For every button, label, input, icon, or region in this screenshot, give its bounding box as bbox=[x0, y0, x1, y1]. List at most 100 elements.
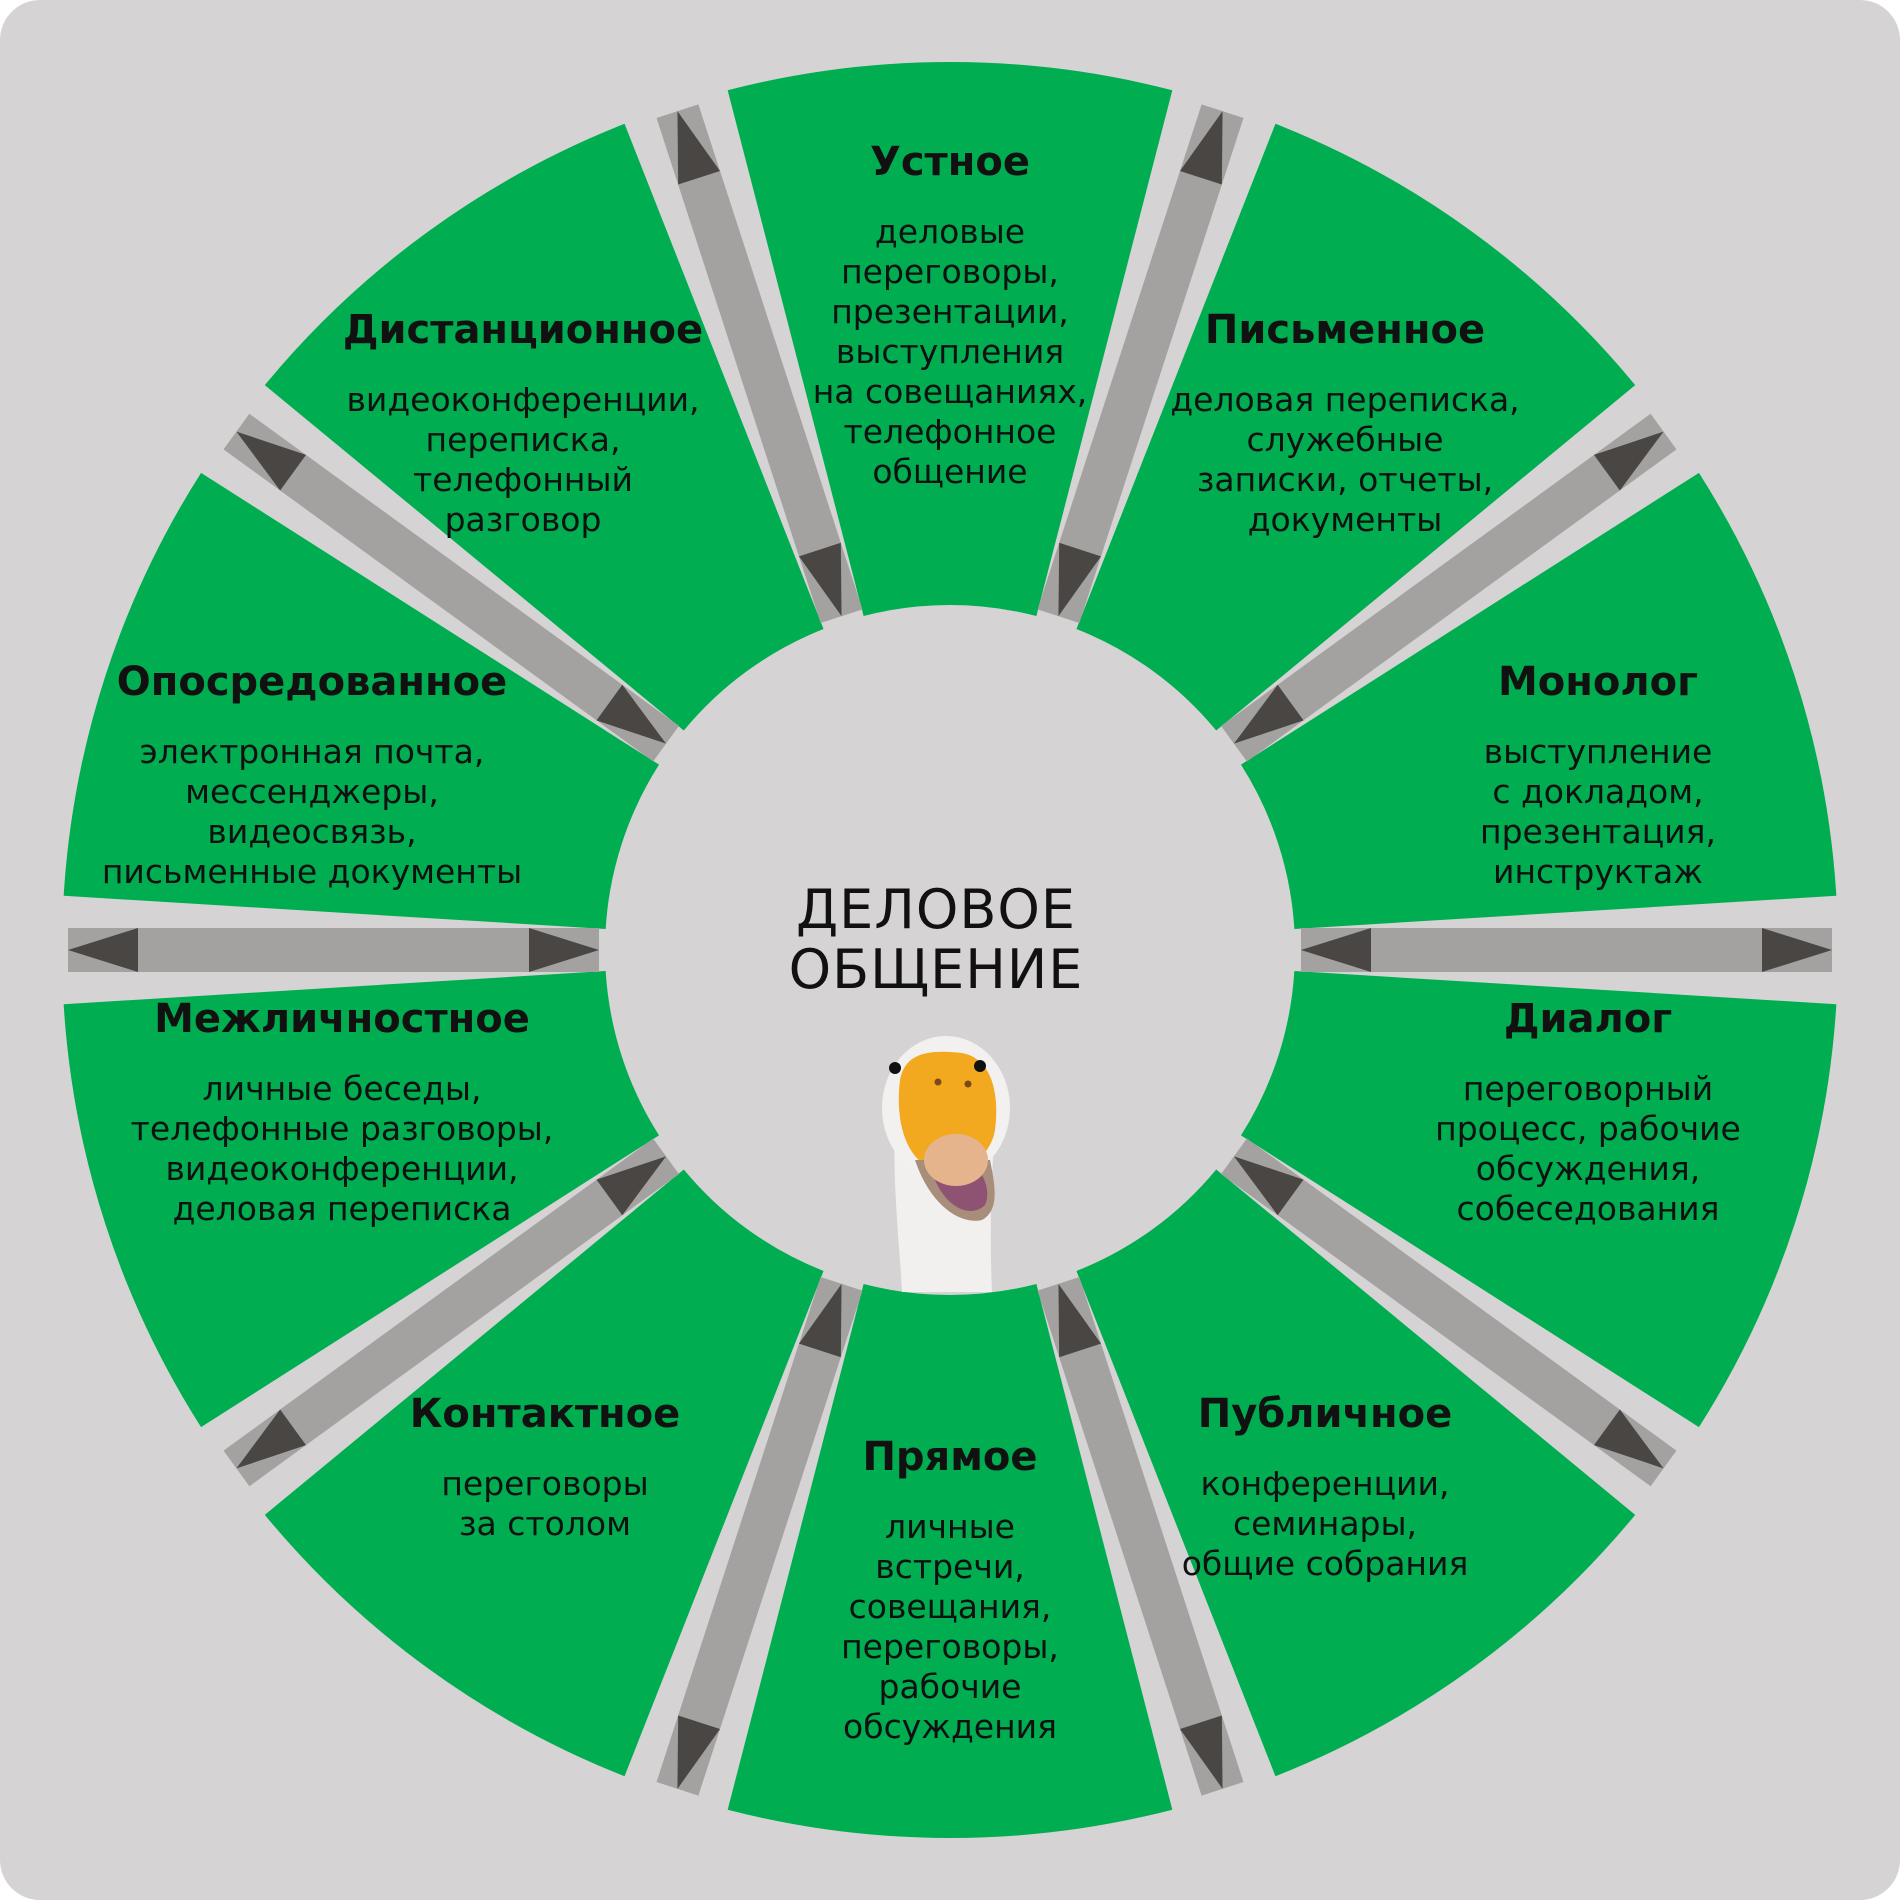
segment-title: Монолог bbox=[1498, 659, 1698, 705]
arrow-shaft-3 bbox=[1301, 928, 1832, 972]
segment-line: видеоконференции, bbox=[346, 380, 699, 419]
arrow-head-inner-10 bbox=[798, 542, 842, 617]
segment-line: переписка, bbox=[426, 420, 621, 459]
arrows-layer bbox=[68, 104, 1832, 1796]
segment-line: встречи, bbox=[875, 1547, 1025, 1586]
segment-title: Устное bbox=[870, 139, 1030, 185]
segment-title: Дистанционное bbox=[343, 307, 703, 353]
arrow-head-outer-7 bbox=[236, 1409, 307, 1469]
segment-line: на совещаниях, bbox=[813, 372, 1088, 411]
segment-5 bbox=[1076, 1169, 1636, 1777]
center-title-line-2: ОБЩЕНИЕ bbox=[789, 938, 1084, 1001]
segment-line: видеоконференции, bbox=[165, 1149, 518, 1188]
segment-line: деловые bbox=[875, 212, 1025, 251]
segment-3 bbox=[1240, 472, 1837, 929]
segment-6 bbox=[727, 1284, 1173, 1838]
arrow-head-inner-2 bbox=[1233, 684, 1304, 744]
segment-line: письменные документы bbox=[102, 852, 522, 891]
arrow-shaft-4 bbox=[1221, 1138, 1677, 1487]
arrow-head-outer-4 bbox=[1593, 1409, 1664, 1469]
segment-line: разговор bbox=[445, 500, 602, 539]
arrow-shaft-10 bbox=[656, 104, 863, 623]
goose-eye-left bbox=[889, 1062, 901, 1074]
segment-1 bbox=[727, 61, 1173, 616]
goose-cheek bbox=[924, 1134, 988, 1186]
arrow-head-inner-8 bbox=[529, 928, 599, 972]
arrow-shaft-1 bbox=[1037, 104, 1244, 623]
segment-title: Письменное bbox=[1205, 307, 1485, 353]
arrow-head-outer-9 bbox=[236, 431, 307, 491]
segment-line: переговоры bbox=[441, 1464, 648, 1503]
segment-line: общие собрания bbox=[1182, 1544, 1469, 1583]
segment-line: личные беседы, bbox=[203, 1069, 482, 1108]
goose-eye-right bbox=[974, 1060, 986, 1072]
segment-label-10: Дистанционное видеоконференции,переписка,… bbox=[343, 307, 703, 539]
segment-8 bbox=[63, 971, 660, 1428]
segment-line: презентации, bbox=[831, 292, 1069, 331]
arrow-head-outer-2 bbox=[1593, 431, 1664, 491]
arrow-head-inner-7 bbox=[596, 1156, 667, 1216]
arrow-shaft-6 bbox=[656, 1277, 863, 1796]
segment-line: переговоры, bbox=[841, 252, 1059, 291]
segment-9 bbox=[63, 472, 660, 929]
goose-mascot bbox=[882, 1036, 1010, 1292]
segment-line: общение bbox=[872, 452, 1027, 491]
segment-7 bbox=[264, 1169, 824, 1777]
segment-line: личные bbox=[885, 1507, 1015, 1546]
segment-line: выступление bbox=[1484, 732, 1713, 771]
arrow-head-inner-3 bbox=[1301, 928, 1371, 972]
segment-line: телефонный bbox=[413, 460, 633, 499]
segment-line: телефонное bbox=[844, 412, 1057, 451]
segment-line: совещания, bbox=[849, 1587, 1052, 1626]
segment-line: обсуждения bbox=[843, 1707, 1057, 1746]
segment-title: Диалог bbox=[1504, 996, 1672, 1042]
segment-line: служебные bbox=[1246, 420, 1443, 459]
segment-10 bbox=[264, 123, 824, 731]
arrow-shaft-8 bbox=[68, 928, 599, 972]
arrow-shaft-9 bbox=[223, 413, 679, 762]
segment-line: с докладом, bbox=[1492, 772, 1703, 811]
segments-layer: Устноеделовыепереговоры,презентации,выст… bbox=[63, 61, 1837, 1838]
arrow-head-outer-5 bbox=[1179, 1715, 1223, 1789]
segment-2 bbox=[1076, 123, 1636, 731]
segment-line: инструктаж bbox=[1493, 852, 1703, 891]
arrow-shaft-2 bbox=[1221, 413, 1677, 762]
segment-line: переговорный bbox=[1463, 1069, 1713, 1108]
segment-line: семинары, bbox=[1233, 1504, 1417, 1543]
arrow-head-inner-1 bbox=[1058, 542, 1102, 617]
goose-nostril-right bbox=[964, 1080, 972, 1088]
segment-line: переговоры, bbox=[841, 1627, 1059, 1666]
arrow-head-outer-10 bbox=[677, 111, 721, 185]
arrow-head-inner-9 bbox=[596, 684, 667, 744]
arrow-head-inner-6 bbox=[798, 1283, 842, 1358]
segment-line: собеседования bbox=[1457, 1189, 1720, 1228]
arrow-head-outer-8 bbox=[68, 928, 138, 972]
segment-line: электронная почта, bbox=[140, 732, 485, 771]
arrow-shaft-7 bbox=[223, 1138, 679, 1487]
arrow-head-outer-1 bbox=[1179, 111, 1223, 185]
center-title-line-1: ДЕЛОВОЕ bbox=[796, 878, 1076, 941]
segment-line: конференции, bbox=[1201, 1464, 1450, 1503]
segment-line: презентация, bbox=[1480, 812, 1716, 851]
segment-line: видеосвязь, bbox=[207, 812, 416, 851]
segment-title: Опосредованное bbox=[117, 659, 508, 705]
arrow-head-inner-4 bbox=[1233, 1156, 1304, 1216]
segment-line: обсуждения, bbox=[1476, 1149, 1700, 1188]
segment-label-1: Устное деловыепереговоры,презентации,выст… bbox=[813, 139, 1088, 491]
segment-line: выступления bbox=[836, 332, 1064, 371]
segment-line: документы bbox=[1248, 500, 1443, 539]
goose-nostril-left bbox=[934, 1078, 942, 1086]
segment-line: деловая переписка, bbox=[1170, 380, 1519, 419]
segment-4 bbox=[1240, 971, 1837, 1428]
segment-line: процесс, рабочие bbox=[1435, 1109, 1741, 1148]
arrow-head-outer-6 bbox=[677, 1715, 721, 1789]
segment-title: Контактное bbox=[410, 1391, 681, 1437]
